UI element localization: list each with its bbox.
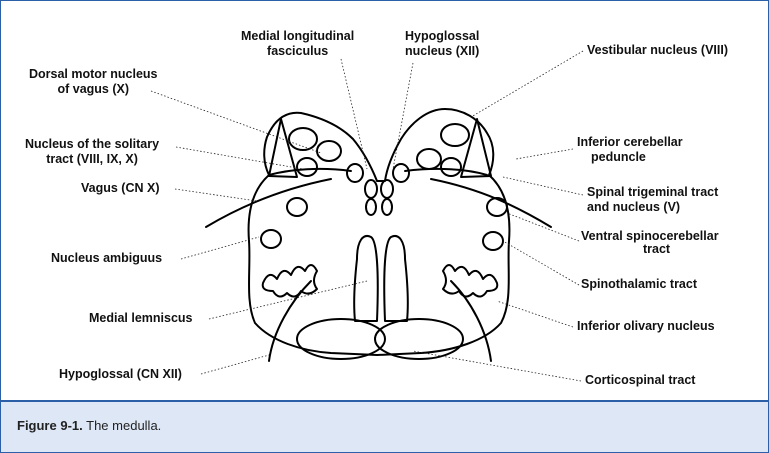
label-line: tract (VIII, IX, X) xyxy=(25,152,159,167)
inner-curve-left xyxy=(269,169,351,175)
mlf-right xyxy=(382,199,392,215)
label-line: Hypoglossal xyxy=(405,29,479,44)
leader-vagus xyxy=(175,189,257,201)
label-vestibular-nucleus: Vestibular nucleus (VIII) xyxy=(587,43,728,58)
caption-bar: Figure 9-1. The medulla. xyxy=(1,400,768,452)
hypoglossal-nucleus-left-2 xyxy=(365,180,377,198)
label-line: tract xyxy=(581,242,719,257)
label-line: Nucleus of the solitary xyxy=(25,137,159,152)
leader-hypoglossal-nucleus xyxy=(393,63,413,169)
nucleus-9 xyxy=(487,198,507,216)
label-line: Inferior cerebellar xyxy=(577,135,683,150)
label-vagus: Vagus (CN X) xyxy=(81,181,160,196)
label-line: Spinothalamic tract xyxy=(581,277,697,292)
label-line: Nucleus ambiguus xyxy=(51,251,162,266)
label-line: Vestibular nucleus (VIII) xyxy=(587,43,728,58)
medial-lemniscus-right xyxy=(384,236,408,321)
leader-ventral-spinocerebellar xyxy=(507,213,579,241)
hypoglossal-nucleus-left-1 xyxy=(347,164,363,182)
leader-spinothalamic xyxy=(503,241,579,285)
label-spinal-trigeminal: Spinal trigeminal tract and nucleus (V) xyxy=(587,185,718,215)
leader-hypoglossal-cn xyxy=(201,355,269,374)
label-medial-longitudinal-fasciculus: Medial longitudinal fasciculus xyxy=(241,29,354,59)
label-ventral-spinocerebellar: Ventral spinocerebellar tract xyxy=(581,229,719,257)
label-inferior-cerebellar-peduncle: Inferior cerebellar peduncle xyxy=(577,135,683,165)
label-hypoglossal-cn: Hypoglossal (CN XII) xyxy=(59,367,182,382)
label-dorsal-motor-nucleus: Dorsal motor nucleus of vagus (X) xyxy=(29,67,158,97)
nucleus-8 xyxy=(441,158,461,176)
label-nucleus-ambiguus: Nucleus ambiguus xyxy=(51,251,162,266)
label-line: and nucleus (V) xyxy=(587,200,718,215)
caption-text: The medulla. xyxy=(86,418,161,433)
nucleus-3 xyxy=(297,158,317,176)
leader-solitary xyxy=(176,147,303,169)
label-medial-lemniscus: Medial lemniscus xyxy=(89,311,193,326)
leader-vestibular xyxy=(471,51,583,117)
hypoglossal-nucleus-right-2 xyxy=(381,180,393,198)
leader-ambiguus xyxy=(181,237,259,259)
leader-medial-lemniscus xyxy=(209,281,367,319)
vagus-nerve-left xyxy=(206,179,331,227)
vestibular-triangle-left xyxy=(269,119,297,177)
leader-corticospinal xyxy=(413,351,581,381)
label-line: Corticospinal tract xyxy=(585,373,695,388)
nucleus-6 xyxy=(441,124,469,146)
leader-spinal-trigeminal xyxy=(503,177,583,195)
label-spinothalamic: Spinothalamic tract xyxy=(581,277,697,292)
label-nucleus-solitary-tract: Nucleus of the solitary tract (VIII, IX,… xyxy=(25,137,159,167)
leader-inferior-cerebellar xyxy=(516,149,573,159)
nucleus-5 xyxy=(261,230,281,248)
label-line: nucleus (XII) xyxy=(405,44,479,59)
label-inferior-olivary: Inferior olivary nucleus xyxy=(577,319,715,334)
nucleus-2 xyxy=(317,141,341,161)
caption-label: Figure 9-1. xyxy=(17,418,83,433)
label-line: peduncle xyxy=(577,150,683,165)
label-corticospinal: Corticospinal tract xyxy=(585,373,695,388)
label-line: Hypoglossal (CN XII) xyxy=(59,367,182,382)
leader-olivary xyxy=(497,301,573,327)
label-line: fasciculus xyxy=(241,44,354,59)
medial-lemniscus-left xyxy=(354,236,378,321)
label-line: Medial longitudinal xyxy=(241,29,354,44)
nucleus-10 xyxy=(483,232,503,250)
hypoglossal-nucleus-right-1 xyxy=(393,164,409,182)
figure-caption: Figure 9-1. The medulla. xyxy=(17,418,161,433)
nucleus-4 xyxy=(287,198,307,216)
label-line: Medial lemniscus xyxy=(89,311,193,326)
label-line: Inferior olivary nucleus xyxy=(577,319,715,334)
mlf-left xyxy=(366,199,376,215)
label-line: of vagus (X) xyxy=(29,82,158,97)
label-hypoglossal-nucleus: Hypoglossal nucleus (XII) xyxy=(405,29,479,59)
nucleus-7 xyxy=(417,149,441,169)
leader-dorsal-motor xyxy=(151,91,321,153)
olive-left xyxy=(263,265,317,297)
label-line: Spinal trigeminal tract xyxy=(587,185,718,200)
label-line: Dorsal motor nucleus xyxy=(29,67,158,82)
label-line: Vagus (CN X) xyxy=(81,181,160,196)
vagus-nerve-right xyxy=(431,179,551,227)
